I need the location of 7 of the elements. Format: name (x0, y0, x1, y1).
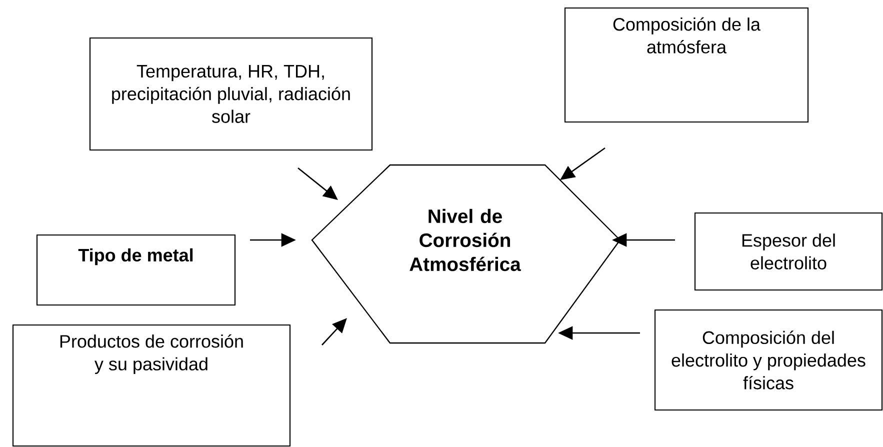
text-box: Espesor del electrolito (694, 212, 883, 291)
text-box: Tipo de metal (36, 234, 236, 306)
text-box: Composición del electrolito y propiedades físicas (654, 309, 883, 411)
hexagon: Nivel de Corrosión Atmosférica (311, 164, 621, 344)
text-box: Productos de corrosión y su pasividad (12, 324, 291, 447)
text-box: Temperatura, HR, TDH, precipitación pluvial, radiación solar (89, 37, 373, 151)
text-box: Composición de la atmósfera (564, 7, 809, 123)
